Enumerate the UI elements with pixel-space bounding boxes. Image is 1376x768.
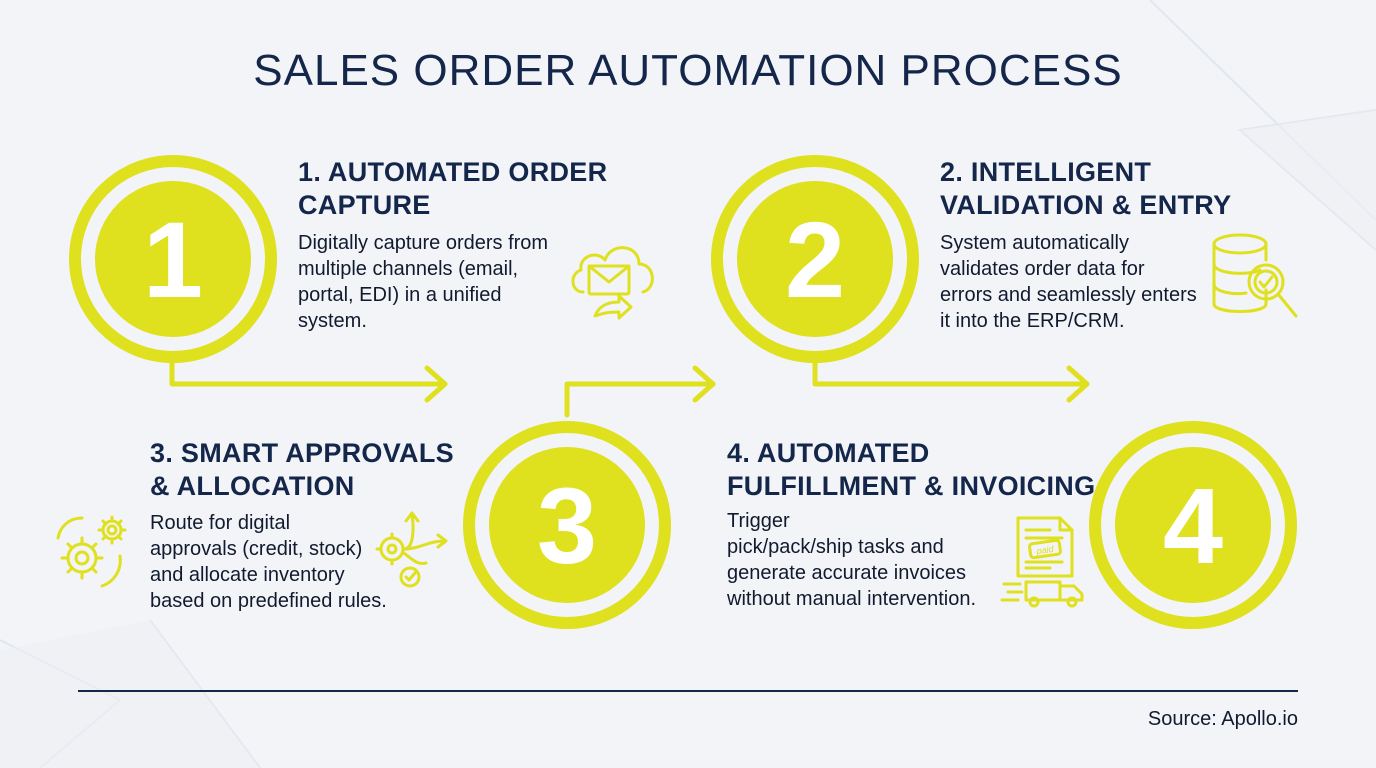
cloud-envelope-icon bbox=[571, 246, 654, 320]
step-2-title-line1: 2. INTELLIGENT bbox=[940, 157, 1152, 187]
step-4-desc-line: without manual intervention. bbox=[727, 588, 977, 610]
step-1-desc-line: Digitally capture orders from bbox=[298, 232, 549, 254]
source-credit: Source: Apollo.io bbox=[1147, 708, 1298, 730]
step-4-desc-line: Trigger bbox=[727, 510, 790, 532]
step-4-description: Trigger pick/pack/ship tasks and generat… bbox=[727, 508, 976, 612]
step-4-desc-line: pick/pack/ship tasks and bbox=[727, 536, 944, 558]
step-3-desc-line: Route for digital bbox=[150, 512, 291, 534]
step-2-number: 2 bbox=[784, 198, 846, 320]
step-4-title-line1: 4. AUTOMATED bbox=[727, 438, 930, 468]
step-1-circle: 1 bbox=[68, 154, 278, 364]
database-search-icon bbox=[1212, 233, 1298, 318]
step-4-title-line2: FULFILLMENT & INVOICING bbox=[727, 471, 1096, 501]
step-1-title: 1. AUTOMATED ORDER CAPTURE bbox=[298, 156, 607, 222]
paid-stamp-text: paid bbox=[1035, 544, 1055, 557]
step-3-number: 3 bbox=[536, 464, 598, 586]
step-2-circle: 2 bbox=[710, 154, 920, 364]
step-3-title: 3. SMART APPROVALS & ALLOCATION bbox=[150, 437, 454, 503]
connector-1-to-2 bbox=[169, 357, 448, 387]
footer-divider bbox=[78, 690, 1298, 692]
connector-2-to-4 bbox=[812, 357, 1090, 387]
gear-routing-icon bbox=[375, 511, 448, 588]
step-1-number: 1 bbox=[142, 198, 204, 320]
step-1-description: Digitally capture orders from multiple c… bbox=[298, 230, 548, 334]
arrowhead-3 bbox=[692, 365, 716, 403]
step-3-desc-line: approvals (credit, stock) bbox=[150, 538, 363, 560]
arrowhead-1 bbox=[424, 365, 448, 403]
step-2-desc-line: validates order data for bbox=[940, 258, 1145, 280]
step-2-desc-line: System automatically bbox=[940, 232, 1129, 254]
step-2-title-line2: VALIDATION & ENTRY bbox=[940, 190, 1232, 220]
step-4-desc-line: generate accurate invoices bbox=[727, 562, 967, 584]
step-3-title-line1: 3. SMART APPROVALS bbox=[150, 438, 454, 468]
step-3-desc-line: based on predefined rules. bbox=[150, 590, 387, 612]
step-2-desc-line: it into the ERP/CRM. bbox=[940, 310, 1125, 332]
gears-icon bbox=[56, 515, 127, 588]
step-2-title: 2. INTELLIGENT VALIDATION & ENTRY bbox=[940, 156, 1231, 222]
step-3-description: Route for digital approvals (credit, sto… bbox=[150, 510, 387, 614]
connector-3-up bbox=[564, 381, 716, 418]
step-2-description: System automatically validates order dat… bbox=[940, 230, 1197, 334]
step-4-number: 4 bbox=[1162, 464, 1224, 586]
step-1-title-line2: CAPTURE bbox=[298, 190, 431, 220]
step-1-desc-line: portal, EDI) in a unified bbox=[298, 284, 502, 306]
step-4-circle: 4 bbox=[1088, 420, 1298, 630]
step-3-desc-line: and allocate inventory bbox=[150, 564, 345, 586]
step-1-desc-line: multiple channels (email, bbox=[298, 258, 519, 280]
step-2-desc-line: errors and seamlessly enters bbox=[940, 284, 1197, 306]
step-1-desc-line: system. bbox=[298, 310, 367, 332]
step-1-title-line1: 1. AUTOMATED ORDER bbox=[298, 157, 608, 187]
page-title: SALES ORDER AUTOMATION PROCESS bbox=[253, 46, 1123, 95]
step-4-title: 4. AUTOMATED FULFILLMENT & INVOICING bbox=[727, 437, 1095, 503]
arrowhead-2 bbox=[1066, 365, 1090, 403]
step-3-title-line2: & ALLOCATION bbox=[150, 471, 355, 501]
step-3-circle: 3 bbox=[462, 420, 672, 630]
invoice-truck-icon: paid bbox=[1000, 516, 1084, 608]
